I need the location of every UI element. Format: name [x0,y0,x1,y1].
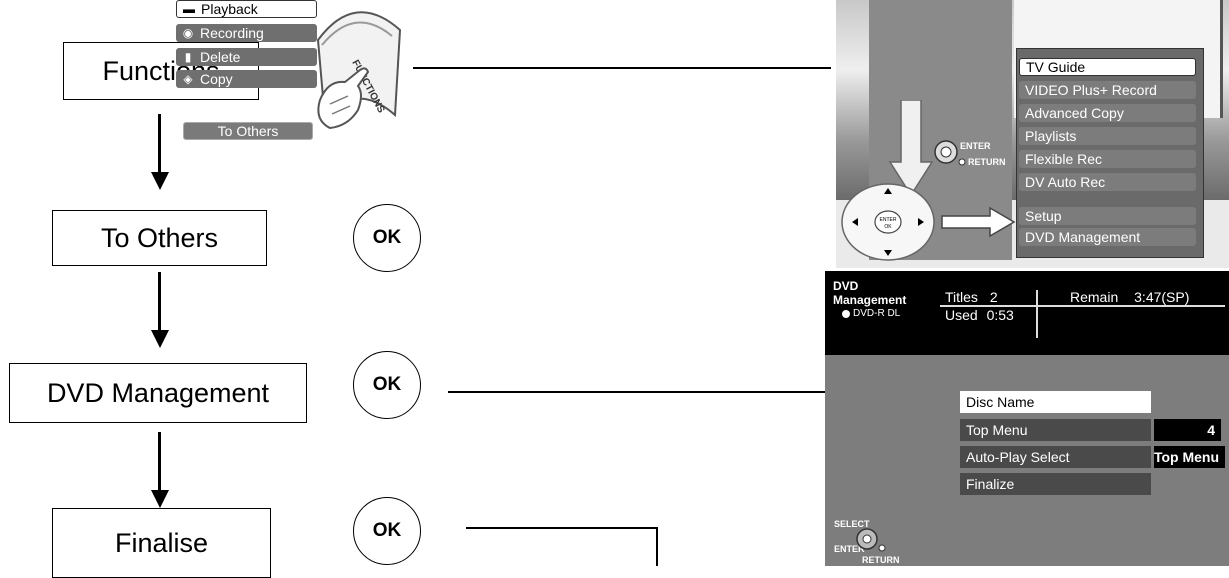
dvd-row-label: Top Menu [966,422,1027,438]
dvd-title: DVD Management [833,279,906,307]
dvd-row-value: Top Menu [1154,449,1219,465]
flow-arrow [158,272,161,332]
submenu-item-label: DV Auto Rec [1025,174,1105,190]
submenu-item-setup[interactable]: Setup [1019,207,1196,225]
submenu-item-playlists[interactable]: Playlists [1019,127,1196,145]
submenu-item-label: Playlists [1025,128,1076,144]
dvd-title-line2: Management [833,293,906,307]
submenu-item-label: DVD Management [1025,229,1140,245]
menu-item-label: Recording [200,25,264,41]
ok-label: OK [373,227,402,249]
titles-info: Titles 2 [945,289,998,305]
submenu-item-label: Flexible Rec [1025,151,1102,167]
dvd-row-auto-play[interactable]: Auto-Play Select [960,446,1151,468]
dvd-row-value: 4 [1207,422,1215,438]
menu-item-label: Copy [200,71,233,87]
step-to-others: To Others [52,210,267,266]
dvd-row-auto-play-value[interactable]: Top Menu [1154,446,1225,468]
titles-label: Titles [945,289,978,305]
delete-icon: ▮ [182,50,194,64]
step-finalise: Finalise [52,508,271,578]
menu-item-recording[interactable]: ◉ Recording [176,24,317,42]
remain-label: Remain [1070,289,1118,305]
submenu-item-label: Advanced Copy [1025,105,1124,121]
step-label: Finalise [115,528,208,559]
dvd-row-label: Auto-Play Select [966,449,1070,465]
enter-label: ENTER [960,141,991,151]
dvd-row-disc-name[interactable]: Disc Name [960,391,1151,413]
step-dvd-management: DVD Management [9,363,307,423]
used-value: 0:53 [987,307,1014,323]
submenu-item-tv-guide[interactable]: TV Guide [1019,58,1196,76]
menu-item-delete[interactable]: ▮ Delete [176,48,317,66]
dvd-row-label: Disc Name [966,394,1034,410]
used-info: Used 0:53 [945,307,1014,323]
select-enter-return-control: SELECT ENTER RETURN [832,515,922,566]
flow-arrow-head [151,172,169,190]
menu-item-label: Playback [201,1,258,17]
submenu-item-advanced-copy[interactable]: Advanced Copy [1019,104,1196,122]
copy-icon: ◈ [182,72,194,86]
submenu-item-dvd-management[interactable]: DVD Management [1019,228,1196,246]
menu-item-to-others[interactable]: To Others [183,122,313,140]
submenu-item-label: VIDEO Plus+ Record [1025,82,1157,98]
ok-label: OK [373,520,402,542]
ok-label: OK [373,374,402,396]
used-label: Used [945,307,978,323]
menu-item-label: Delete [200,49,240,65]
menu-item-copy[interactable]: ◈ Copy [176,70,317,88]
step-label: DVD Management [47,378,269,409]
dvd-title-line1: DVD [833,279,906,293]
remote-functions-button: FUNCTIONS [300,0,410,140]
remote-dpad: ENTER OK [840,172,1020,264]
disc-type: DVD-R DL [842,308,900,319]
remain-value: 3:47(SP) [1134,289,1189,305]
menu-item-label: To Others [218,123,279,139]
step-label: To Others [101,223,218,254]
connector-line [413,67,831,69]
submenu-item-label: Setup [1025,208,1062,224]
dvd-row-top-menu-value[interactable]: 4 [1154,419,1221,441]
select-label: SELECT [834,519,870,529]
ok-button: OK [353,204,421,272]
info-divider [1036,290,1038,338]
connector-line [656,527,658,566]
playback-icon: ▬ [183,2,195,16]
disc-type-label: DVD-R DL [853,308,900,319]
flow-arrow [158,114,161,174]
dvd-row-top-menu[interactable]: Top Menu [960,419,1151,441]
connector-line [448,391,829,393]
dpad-enter-label: ENTER [880,217,897,223]
connector-line [466,527,657,529]
return-label: RETURN [968,157,1006,167]
flow-arrow-head [151,490,169,508]
submenu-item-label: TV Guide [1026,59,1085,75]
recording-icon: ◉ [182,26,194,40]
menu-item-playback[interactable]: ▬ Playback [176,0,317,18]
disc-icon [842,310,850,318]
flow-arrow [158,432,161,492]
dvd-row-label: Finalize [966,476,1014,492]
dpad-ok-label: OK [884,224,892,230]
return-label: RETURN [862,555,900,565]
submenu-item-flexible-rec[interactable]: Flexible Rec [1019,150,1196,168]
ok-button: OK [353,497,421,565]
ok-button: OK [353,351,421,419]
dvd-row-finalize[interactable]: Finalize [960,473,1151,495]
remain-info: Remain 3:47(SP) [1070,289,1189,305]
titles-value: 2 [990,289,998,305]
flow-arrow-head [151,330,169,348]
submenu-item-video-plus[interactable]: VIDEO Plus+ Record [1019,81,1196,99]
submenu-item-dv-auto-rec[interactable]: DV Auto Rec [1019,173,1196,191]
